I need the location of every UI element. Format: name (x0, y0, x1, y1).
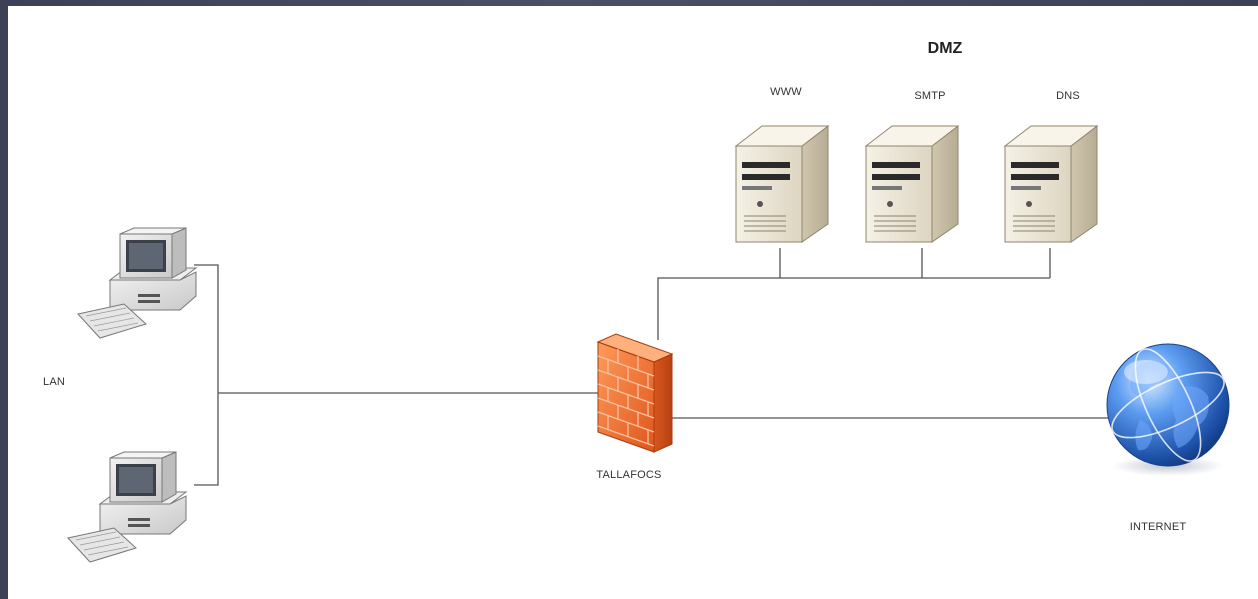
server-tower-icon (1003, 124, 1099, 243)
diagram-canvas (8, 6, 1258, 599)
brick-firewall-icon (596, 333, 674, 453)
slide-top-border (0, 0, 1258, 6)
dmz-title: DMZ (928, 40, 963, 57)
firewall-label: TALLAFOCS (596, 469, 661, 481)
server-label-www: WWW (770, 86, 802, 98)
internet-label: INTERNET (1130, 521, 1187, 533)
desktop-computer-icon (77, 227, 198, 339)
server-label-dns: DNS (1056, 90, 1080, 102)
server-tower-icon (734, 124, 830, 243)
slide-left-border (0, 0, 8, 599)
desktop-computer-icon (67, 451, 188, 563)
globe-icon (1106, 343, 1230, 476)
network-links (194, 248, 1108, 486)
lan-bus-line (194, 264, 219, 486)
firewall-to-dmz-line (657, 277, 1050, 340)
server-label-smtp: SMTP (914, 90, 945, 102)
server-tower-icon (864, 124, 960, 243)
lan-label: LAN (43, 376, 65, 388)
